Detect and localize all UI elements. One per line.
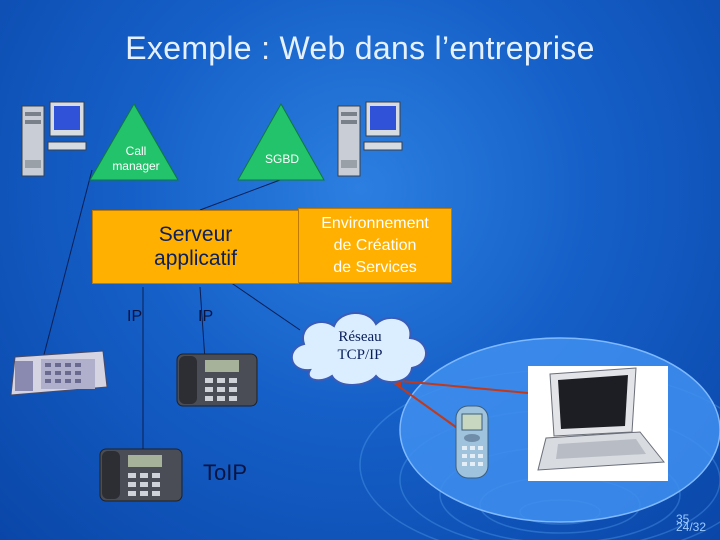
line-serveur-sgbd <box>199 179 281 211</box>
serveur-applicatif-label: Serveur applicatif <box>154 223 237 270</box>
toip-label: ToIP <box>203 460 248 485</box>
desk-phone-icon <box>99 448 183 502</box>
line-cloud-mobile <box>389 379 461 431</box>
line-cloud-laptop <box>389 379 529 394</box>
slide-title: Exemple : Web dans l’entreprise <box>125 30 595 66</box>
call-manager-triangle <box>89 103 179 181</box>
environnement-label: Environnement de Création de Services <box>321 214 429 276</box>
server-pc-icon <box>337 101 403 177</box>
sgbd-label: SGBD <box>264 152 299 166</box>
reseau-cloud <box>290 312 427 386</box>
laptop-icon <box>537 367 665 471</box>
mobile-phone-icon <box>455 405 489 479</box>
desk-phone-icon <box>176 353 258 407</box>
environnement-box: Environnement de Création de Services <box>298 208 452 283</box>
reseau-label: Réseau TCP/IP <box>337 329 383 363</box>
page-number-top: 35 <box>676 512 690 526</box>
line-callmanager-phone <box>39 169 93 371</box>
serveur-applicatif-box: Serveur applicatif <box>92 210 299 284</box>
page-number-bottom: 24/32 <box>676 520 707 534</box>
sgbd-triangle <box>237 102 325 181</box>
ip-label-left: IP <box>127 308 143 325</box>
desk-phone-icon <box>10 350 108 396</box>
line-ip-right <box>199 286 206 361</box>
ip-label-right: IP <box>198 308 214 325</box>
line-serveur-cloud <box>229 281 301 331</box>
call-manager-label: Call manager <box>112 144 160 173</box>
server-pc-icon <box>21 101 87 177</box>
